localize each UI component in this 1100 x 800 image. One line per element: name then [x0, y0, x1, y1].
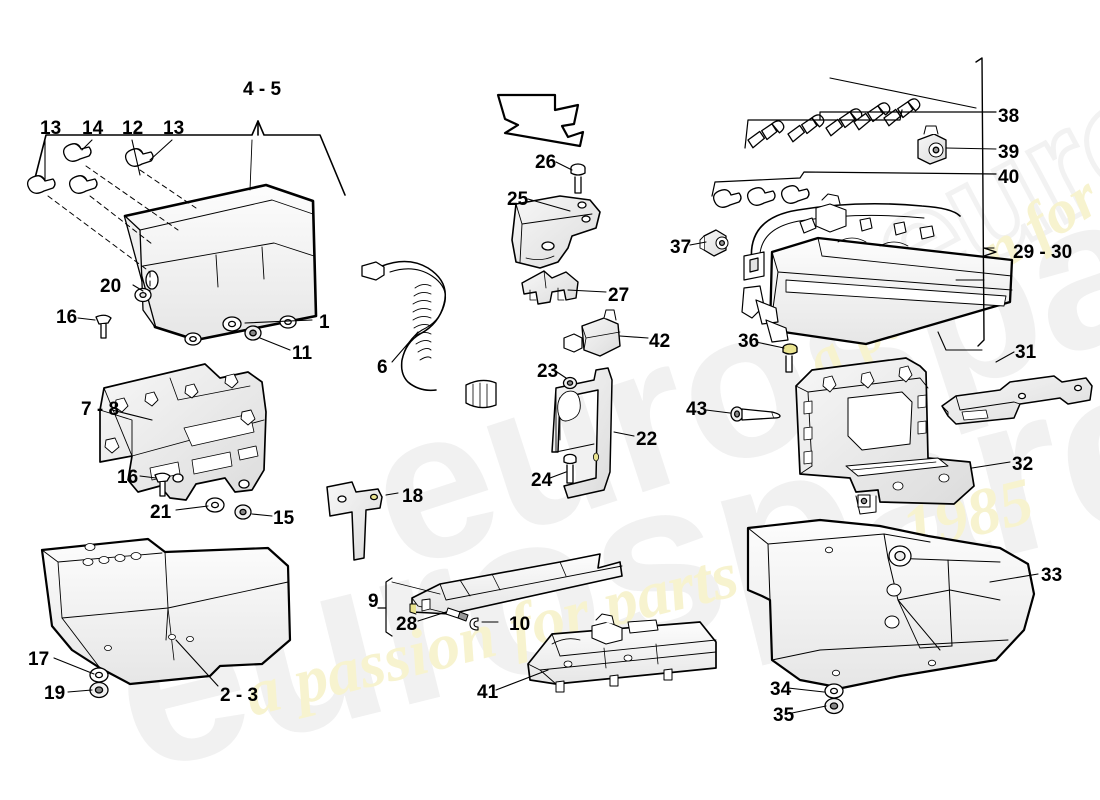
callout-17: 17 [28, 649, 50, 670]
part-bulb-socket-39 [918, 126, 996, 164]
part-socket-37 [700, 230, 728, 256]
callout-6: 6 [377, 357, 388, 378]
part-nut-23 [564, 378, 577, 389]
callout-27: 27 [608, 285, 630, 306]
callout-33: 33 [1041, 565, 1063, 586]
callout-37: 37 [670, 237, 692, 258]
callout-18: 18 [402, 486, 424, 507]
part-headlight-lens-cover [125, 185, 316, 345]
part-nut-15 [235, 505, 251, 519]
callout-31: 31 [1015, 342, 1037, 363]
part-headlight-carrier-32 [796, 358, 974, 514]
callout-41: 41 [477, 682, 499, 703]
part-washer-34 [825, 684, 843, 698]
callout-1: 1 [319, 312, 330, 333]
part-headlight-assembly-29-30 [742, 58, 1012, 350]
callout-4-5: 4 - 5 [243, 79, 282, 100]
callout-16a: 16 [56, 307, 78, 328]
part-support-bracket-7-8 [100, 364, 266, 500]
callout-24: 24 [531, 470, 553, 491]
part-bracket-25 [512, 196, 600, 268]
part-clip-retainer-27 [522, 271, 578, 304]
part-lamp-bar-41 [528, 614, 716, 692]
callout-14: 14 [82, 118, 104, 139]
callout-23: 23 [537, 361, 559, 382]
callout-39: 39 [998, 142, 1020, 163]
callout-7-8: 7 - 8 [81, 399, 120, 420]
callout-10: 10 [509, 614, 531, 635]
part-bolt-24 [564, 454, 576, 483]
part-wheel-housing-liner-2-3 [42, 539, 290, 684]
callout-26: 26 [535, 152, 557, 173]
callout-9: 9 [368, 591, 379, 612]
part-nut-35 [825, 699, 843, 714]
callout-35: 35 [773, 705, 795, 726]
callout-29-30: 29 - 30 [1013, 242, 1073, 263]
callout-36: 36 [738, 331, 760, 352]
callout-25: 25 [507, 189, 529, 210]
part-washer-20 [135, 289, 151, 302]
callout-22: 22 [636, 429, 658, 450]
callout-38: 38 [998, 106, 1020, 127]
part-adjuster-screw-43 [731, 407, 780, 421]
callout-28: 28 [396, 614, 418, 635]
part-bracket-22 [552, 368, 612, 498]
part-clip-28 [446, 608, 468, 621]
callout-2-3: 2 - 3 [220, 685, 259, 706]
part-screw-36 [783, 344, 797, 372]
part-washer-17 [90, 668, 108, 682]
callout-13b: 13 [163, 118, 185, 139]
leader-lines [45, 140, 1038, 713]
part-bolt-26 [571, 164, 585, 193]
part-light-strip-9 [378, 554, 622, 636]
part-bulb-set-38 [745, 97, 996, 148]
callout-15: 15 [273, 508, 295, 529]
part-washer-1 [223, 317, 241, 331]
part-retainer-clip-10 [470, 618, 478, 630]
part-wheel-arch-liner-33 [748, 495, 1034, 688]
callout-40: 40 [998, 167, 1020, 188]
part-wiring-harness-6 [362, 261, 496, 407]
callout-34: 34 [770, 679, 792, 700]
callout-21: 21 [150, 502, 172, 523]
bracket-4-5 [32, 121, 345, 195]
part-screw-16a [96, 315, 111, 338]
callout-43: 43 [686, 399, 708, 420]
callout-13a: 13 [40, 118, 62, 139]
part-washer-21 [206, 498, 224, 512]
direction-arrow [498, 95, 583, 146]
part-cross-member-31 [942, 376, 1092, 424]
part-bulb-set-40 [712, 172, 996, 207]
part-nut-11 [245, 326, 261, 340]
callout-12: 12 [122, 118, 144, 139]
callout-16b: 16 [117, 467, 139, 488]
callout-32: 32 [1012, 454, 1034, 475]
callout-11: 11 [292, 343, 313, 364]
part-sensor-42 [564, 310, 620, 356]
part-nut-19 [90, 683, 108, 698]
callout-42: 42 [649, 331, 671, 352]
callout-19: 19 [44, 683, 66, 704]
part-bracket-18 [327, 482, 382, 560]
callout-20: 20 [100, 276, 122, 297]
part-screw-16b [155, 473, 170, 496]
